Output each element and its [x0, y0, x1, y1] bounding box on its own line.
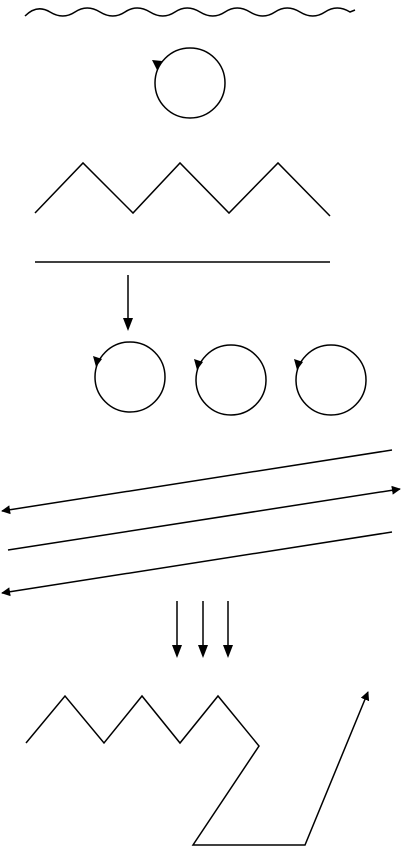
down-arrow: [198, 601, 208, 658]
down-arrow: [123, 275, 133, 331]
diagonal-arrow-left: [1, 531, 393, 597]
arrowhead-icon: [223, 645, 233, 658]
arrowhead-icon: [172, 645, 182, 658]
arrowhead-icon: [93, 356, 102, 367]
down-arrow: [172, 601, 182, 658]
arrowhead-icon: [198, 645, 208, 658]
arrowhead-icon: [123, 318, 133, 331]
zigzag-line: [34, 161, 331, 217]
down-arrow-group: [172, 601, 233, 658]
circular-arrow: [294, 344, 367, 416]
circular-arrow: [152, 47, 226, 119]
arrowhead-icon: [194, 359, 203, 370]
diagonal-arrow-left: [1, 449, 393, 515]
diagonal-arrow-right: [7, 485, 401, 551]
circular-arrow: [194, 344, 267, 416]
arrowhead-icon: [152, 60, 162, 70]
zigzag-path: [25, 691, 370, 846]
down-arrow: [223, 601, 233, 658]
arrowhead-icon: [294, 359, 303, 370]
circular-arrow-row: [93, 341, 367, 416]
wavy-line: [24, 7, 356, 17]
circular-arrow: [93, 341, 166, 413]
